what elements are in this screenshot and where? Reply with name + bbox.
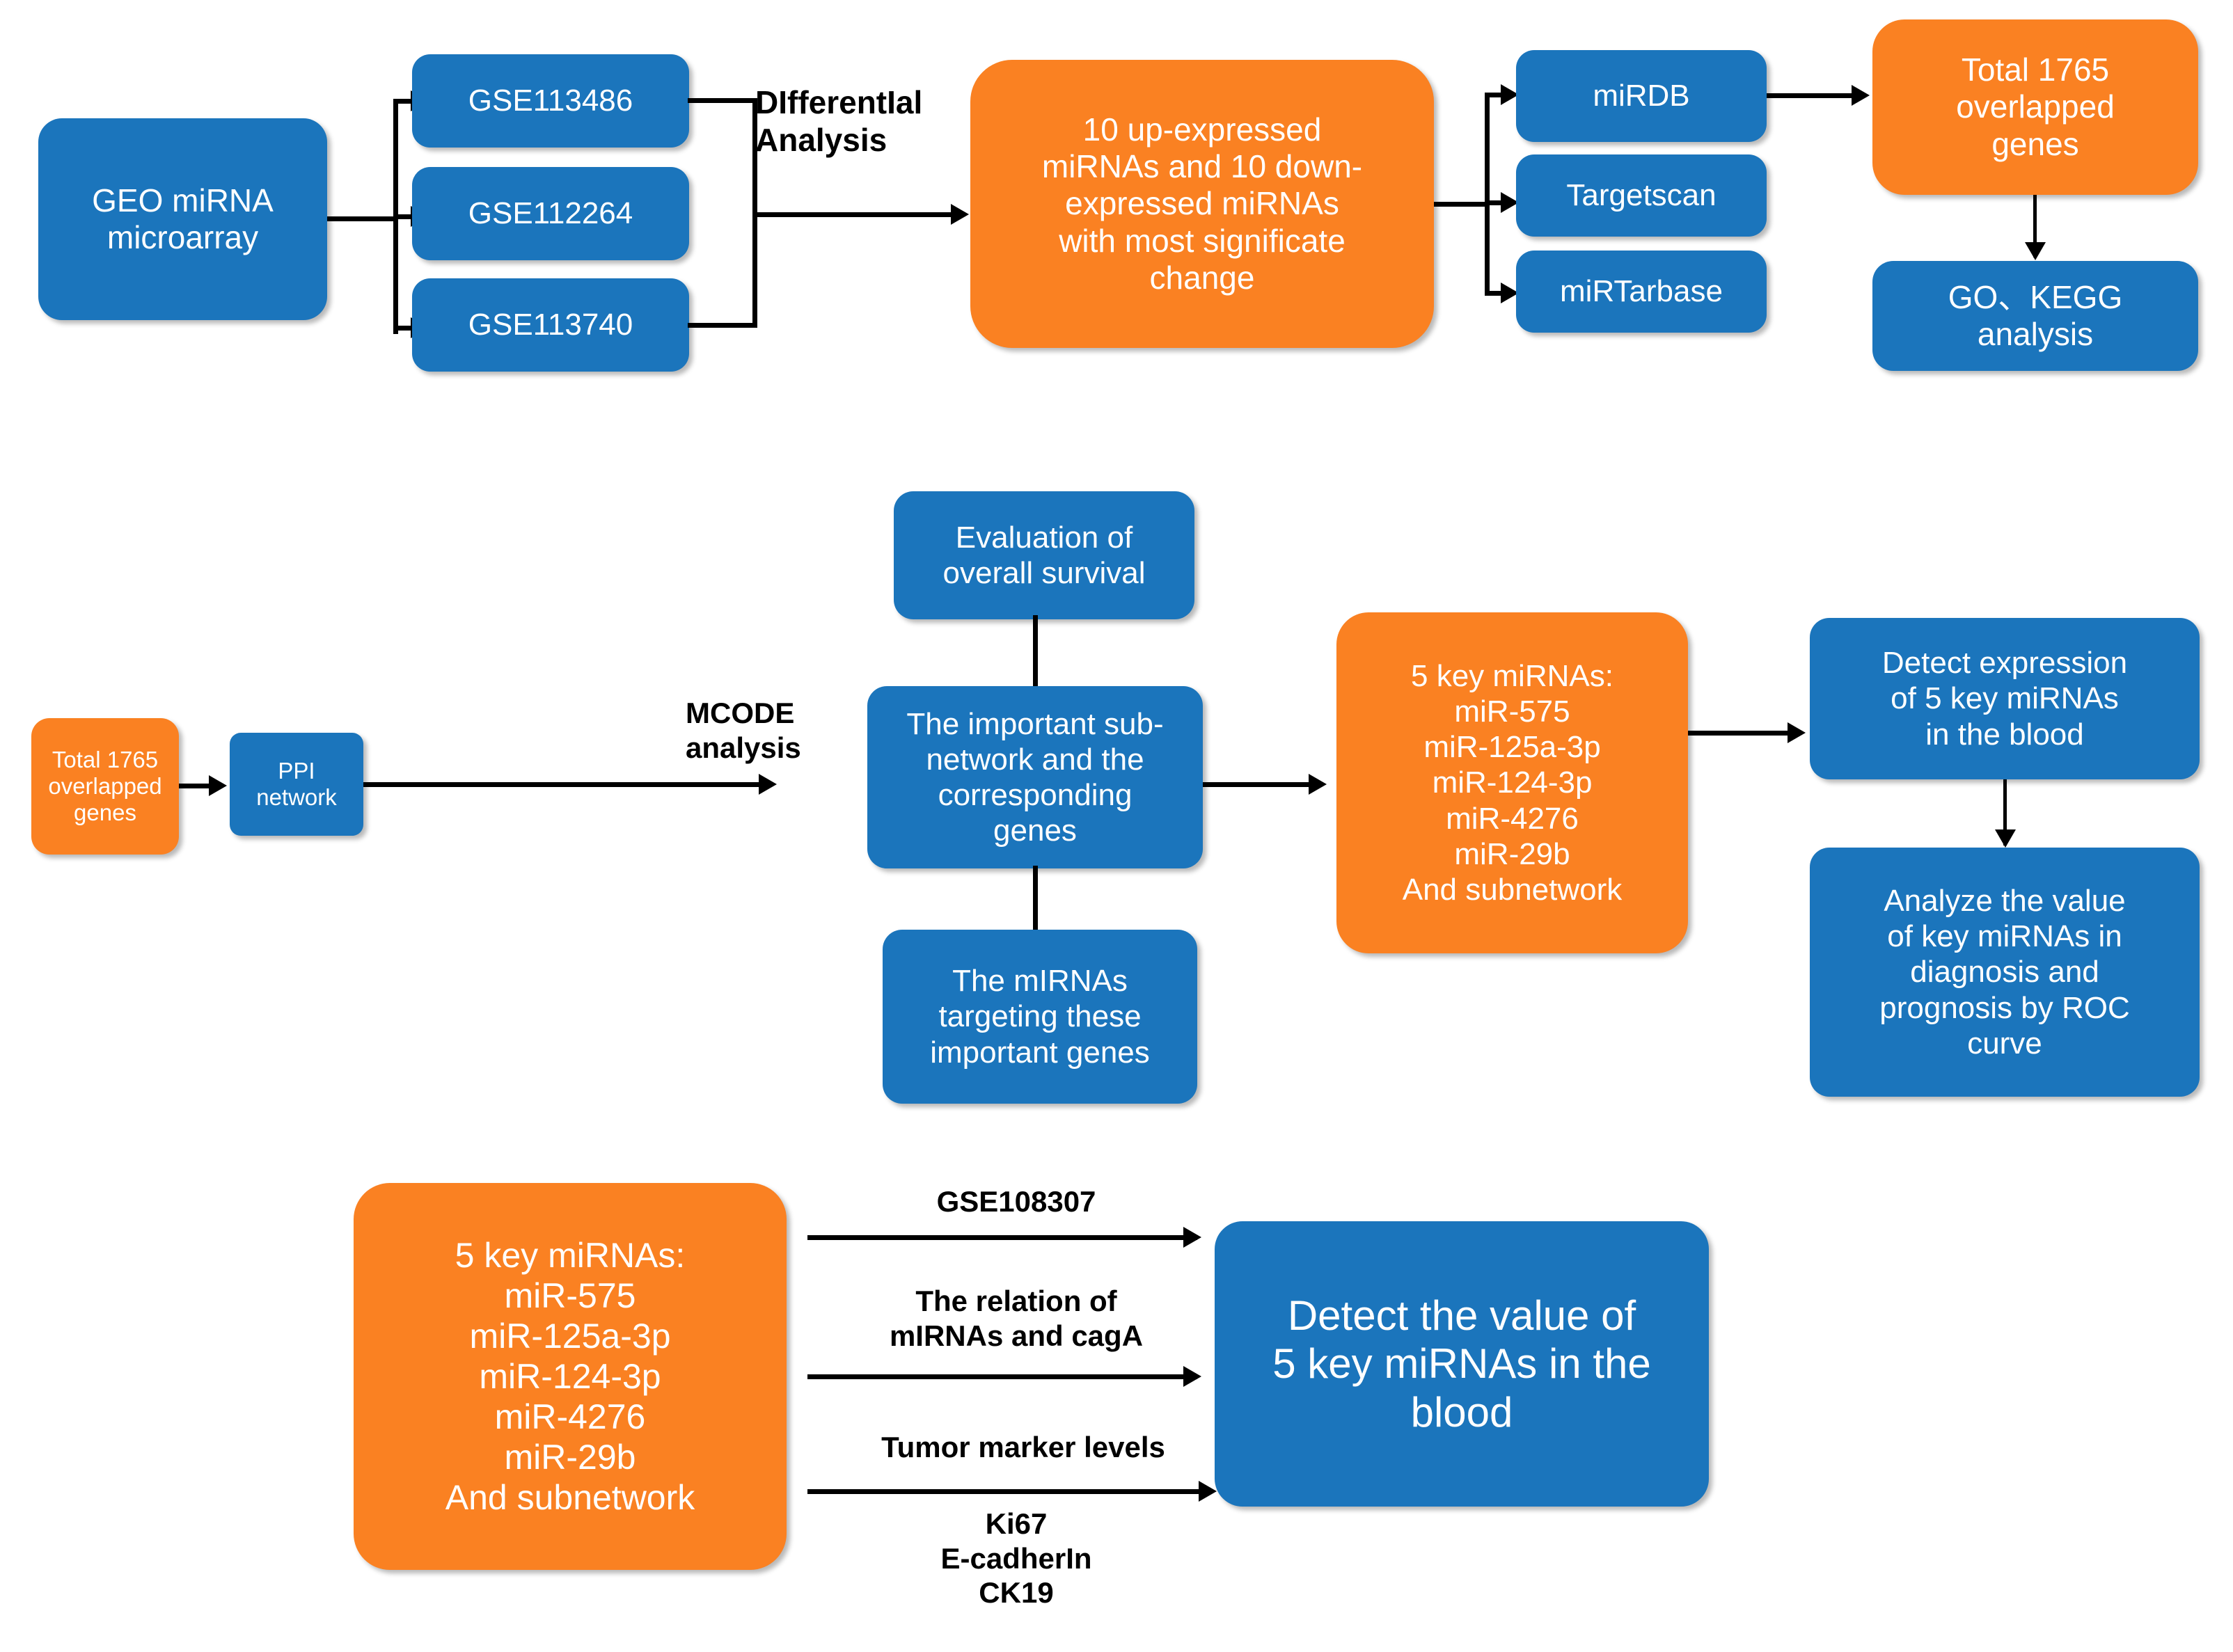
- connector-bottom-arrow-1: [807, 1235, 1197, 1240]
- node-evaluation-overall-survival[interactable]: Evaluation of overall survival: [894, 491, 1194, 619]
- arrowhead-result: [951, 204, 969, 225]
- node-detect-value-blood[interactable]: Detect the value of 5 key miRNAs in the …: [1215, 1221, 1709, 1507]
- edge-label-gse108307: GSE108307: [936, 1185, 1096, 1218]
- connector-bottom-arrow-3: [807, 1489, 1211, 1494]
- connector-overlapped-to-enrichment: [2033, 195, 2037, 257]
- connector-gse1-out: [688, 98, 757, 103]
- arrowhead-bottom-3: [1199, 1481, 1217, 1502]
- connector-subnetwork-to-targeting: [1033, 866, 1038, 935]
- connector-mirdb-to-overlapped: [1767, 93, 1856, 98]
- node-total-overlapped-genes-mid[interactable]: Total 1765 overlapped genes: [31, 718, 179, 855]
- arrowhead-mirdb: [1501, 84, 1519, 105]
- arrowhead-analyze-value: [1995, 829, 2016, 848]
- node-key-mirnas-bottom[interactable]: 5 key miRNAs: miR-575 miR-125a-3p miR-12…: [354, 1183, 787, 1570]
- arrowhead-enrichment: [2025, 242, 2046, 260]
- connector-survival-to-subnetwork: [1033, 615, 1038, 693]
- arrowhead-ppi: [209, 775, 227, 796]
- connector-bus-to-gse3: [393, 326, 414, 331]
- connector-ppi-to-subnetwork: [363, 782, 767, 787]
- node-go-kegg-analysis[interactable]: GO、KEGG analysis: [1872, 261, 2198, 371]
- arrowhead-bottom-2: [1183, 1366, 1201, 1387]
- node-total-overlapped-genes-top[interactable]: Total 1765 overlapped genes: [1872, 19, 2198, 195]
- connector-bus-to-targetscan: [1485, 200, 1506, 205]
- node-targetscan[interactable]: Targetscan: [1516, 154, 1767, 237]
- edge-label-mirna-caga: The relation of mIRNAs and cagA: [889, 1285, 1144, 1352]
- node-analyze-value-roc[interactable]: Analyze the value of key miRNAs in diagn…: [1810, 848, 2200, 1097]
- node-key-mirnas-mid[interactable]: 5 key miRNAs: miR-575 miR-125a-3p miR-12…: [1336, 612, 1688, 953]
- node-gse113740[interactable]: GSE113740: [412, 278, 689, 372]
- arrowhead-bottom-1: [1183, 1227, 1201, 1248]
- node-important-subnetwork[interactable]: The important sub- network and the corre…: [867, 686, 1203, 868]
- arrowhead-overlapped-top: [1852, 85, 1870, 106]
- connector-bus-to-gse2: [393, 214, 414, 219]
- connector-gse3-out: [688, 323, 757, 328]
- connector-key-mirnas-to-detect: [1688, 731, 1792, 736]
- node-detect-expression-blood[interactable]: Detect expression of 5 key miRNAs in the…: [1810, 618, 2200, 779]
- arrowhead-key-mirnas: [1309, 774, 1327, 795]
- connector-bottom-arrow-2: [807, 1374, 1197, 1379]
- node-geo-mirna-microarray[interactable]: GEO miRNA microarray: [38, 118, 327, 320]
- node-ppi-network[interactable]: PPI network: [230, 733, 363, 836]
- connector-bus-to-gse1: [393, 99, 414, 104]
- arrowhead-detect-expression: [1788, 722, 1806, 743]
- edge-label-tumor-marker-levels: Tumor marker levels: [881, 1431, 1165, 1463]
- node-mirtarbase[interactable]: miRTarbase: [1516, 251, 1767, 333]
- edge-label-mcode-analysis: MCODE analysis: [686, 697, 801, 764]
- connector-subnetwork-to-key-mirnas: [1203, 782, 1314, 787]
- connector-result-out: [1434, 202, 1490, 207]
- connector-geo-to-bus: [327, 216, 397, 221]
- arrowhead-subnetwork: [759, 774, 777, 795]
- edge-label-differential-analysis: DIfferentIal Analysis: [755, 84, 923, 159]
- connector-overlapped-to-ppi: [179, 784, 214, 788]
- arrowhead-targetscan: [1501, 192, 1519, 213]
- node-mirnas-targeting-genes[interactable]: The mIRNAs targeting these important gen…: [883, 930, 1197, 1104]
- node-mirdb[interactable]: miRDB: [1516, 50, 1767, 142]
- connector-detect-to-analyze: [2003, 779, 2007, 845]
- edge-label-markers-list: Ki67 E-cadherIn CK19: [940, 1507, 1092, 1610]
- node-gse112264[interactable]: GSE112264: [412, 167, 689, 260]
- connector-merge-to-result: [752, 212, 954, 217]
- connector-db-bus-vertical: [1485, 93, 1490, 294]
- connector-bus-to-mirtarbase: [1485, 291, 1506, 296]
- arrowhead-mirtarbase: [1501, 283, 1519, 303]
- node-deg-mirnas[interactable]: 10 up-expressed miRNAs and 10 down- expr…: [970, 60, 1434, 348]
- connector-bus-to-mirdb: [1485, 93, 1506, 97]
- node-gse113486[interactable]: GSE113486: [412, 54, 689, 148]
